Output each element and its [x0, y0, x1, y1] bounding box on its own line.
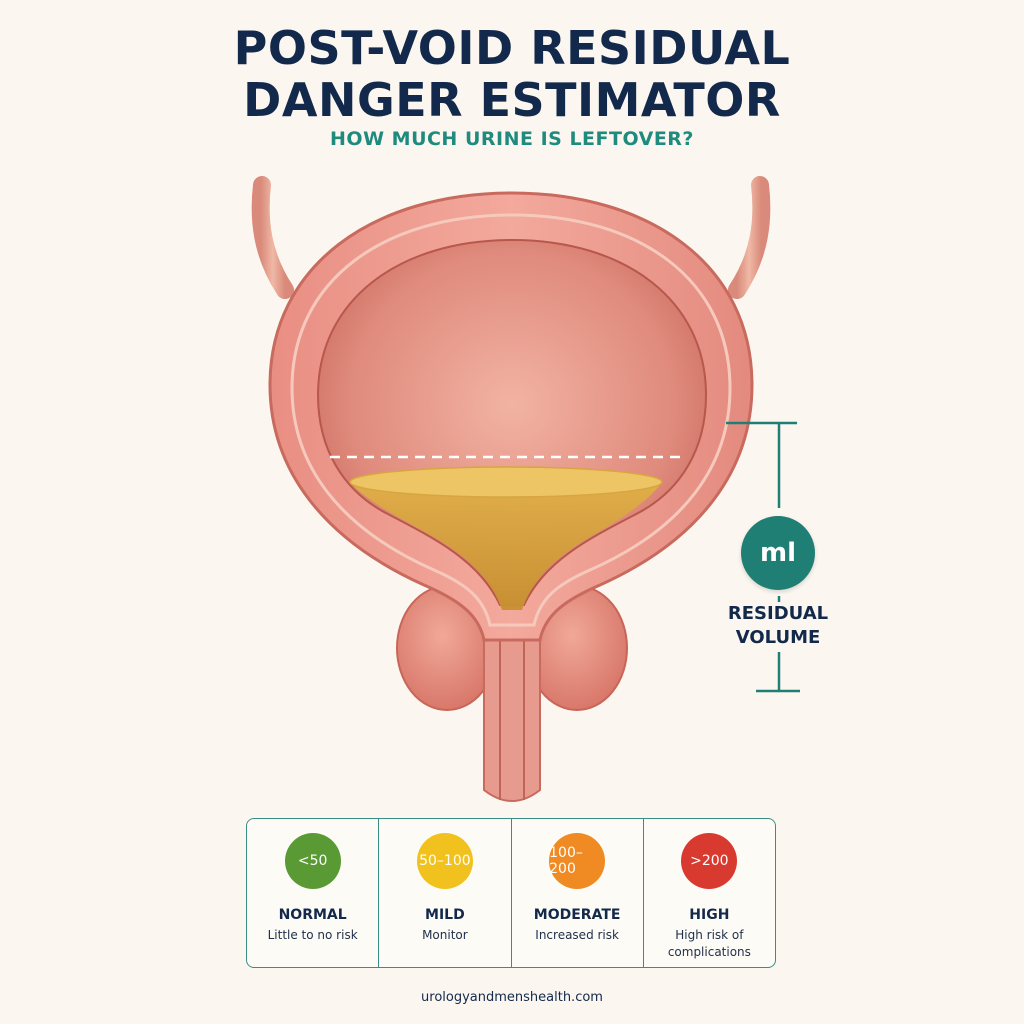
page-subtitle: HOW MUCH URINE IS LEFTOVER?: [330, 128, 694, 150]
legend-item-high: >200 HIGH High risk of complications: [642, 819, 775, 967]
residual-label-line-2: VOLUME: [735, 627, 821, 648]
residual-volume-label: RESIDUAL VOLUME: [716, 602, 840, 650]
category-name: MODERATE: [533, 907, 621, 923]
left-ureter: [251, 176, 294, 299]
residual-urine: [350, 471, 662, 610]
urine-surface: [349, 466, 663, 498]
range-badge-moderate: 100–200: [549, 833, 606, 889]
title-line-2: DANGER ESTIMATOR: [243, 73, 781, 127]
range-badge-high: >200: [681, 833, 738, 889]
legend-item-mild: 50–100 MILD Monitor: [378, 819, 510, 967]
measurement-bracket: [726, 421, 800, 693]
category-name: NORMAL: [278, 907, 347, 923]
category-name: MILD: [425, 907, 465, 923]
legend-item-moderate: 100–200 MODERATE Increased risk: [510, 819, 643, 967]
residual-label-line-1: RESIDUAL: [727, 603, 829, 624]
category-name: HIGH: [689, 907, 730, 923]
risk-legend: <50 NORMAL Little to no risk 50–100 MILD…: [246, 818, 776, 968]
category-description: Monitor: [422, 928, 468, 942]
range-badge-mild: 50–100: [416, 833, 473, 889]
page-title: POST-VOID RESIDUAL DANGER ESTIMATOR: [0, 22, 1024, 126]
urethra: [483, 599, 541, 802]
ml-unit-badge: ml: [741, 516, 815, 590]
legend-item-normal: <50 NORMAL Little to no risk: [247, 819, 378, 967]
category-description: Little to no risk: [267, 928, 358, 942]
footer-website: urologyandmenshealth.com: [421, 990, 603, 1005]
title-line-1: POST-VOID RESIDUAL: [233, 21, 791, 75]
category-description: High risk of complications: [667, 928, 751, 959]
category-description: Increased risk: [535, 928, 619, 942]
right-ureter: [728, 176, 771, 299]
range-badge-normal: <50: [284, 833, 341, 889]
